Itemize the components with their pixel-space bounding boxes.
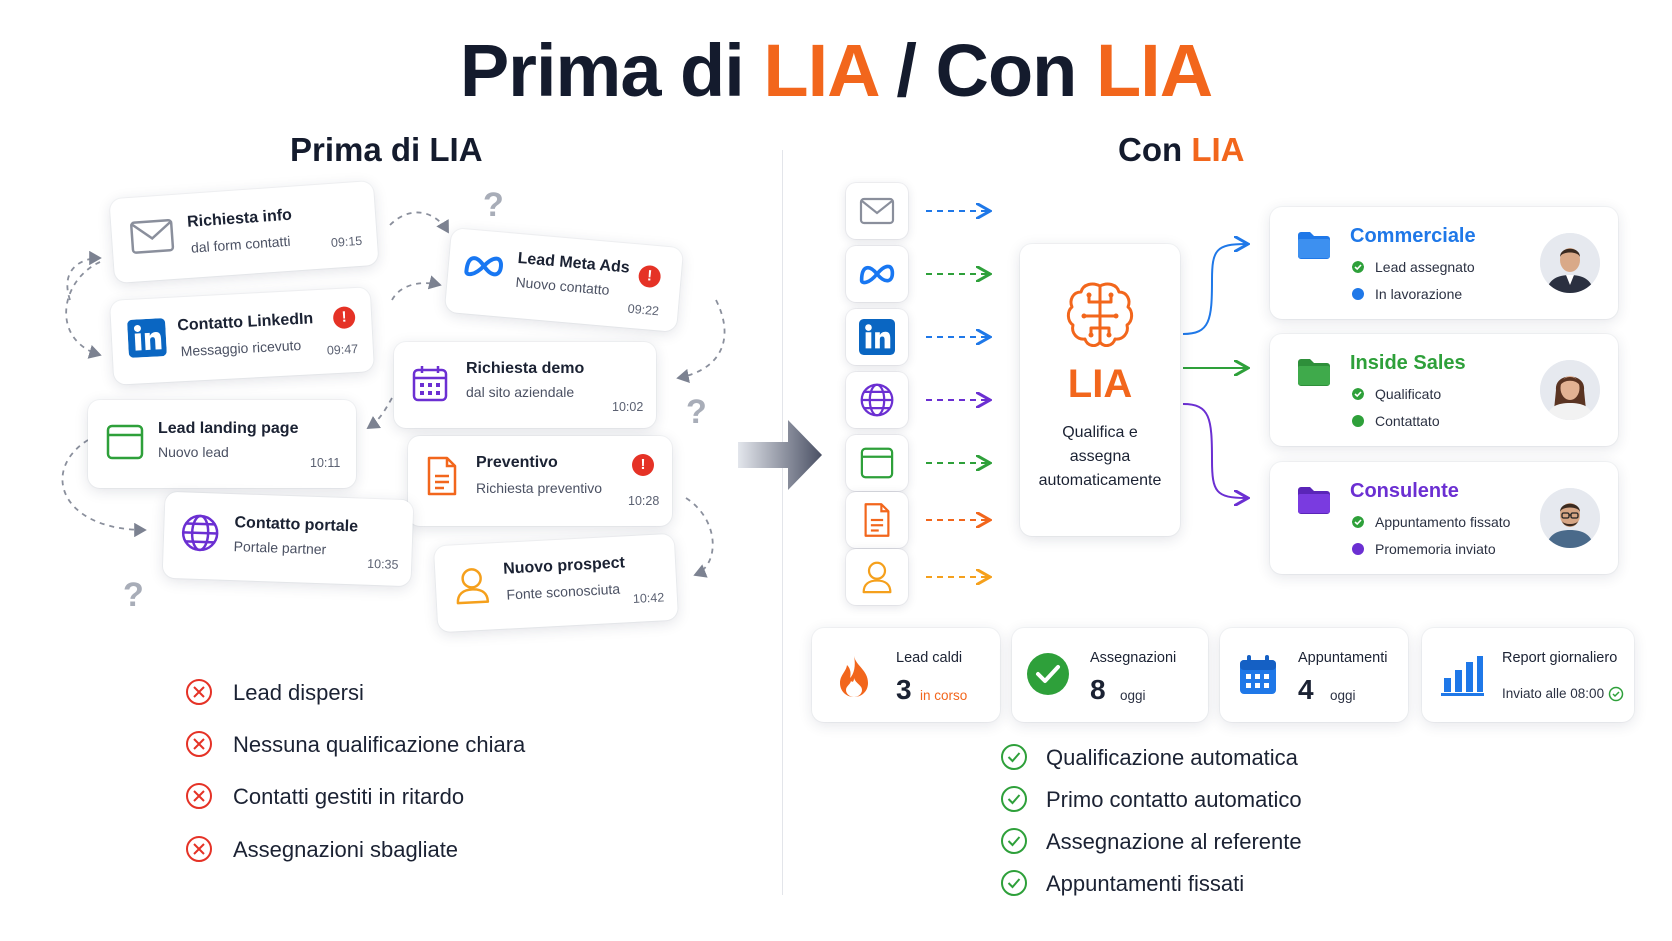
flame-icon	[840, 656, 868, 697]
status-dot	[1352, 543, 1364, 555]
x-circle-icon	[186, 731, 212, 757]
section-divider	[782, 150, 783, 895]
source-email	[846, 183, 908, 239]
problem-item: Contatti gestiti in ritardo	[233, 784, 465, 809]
meta-icon	[859, 264, 895, 285]
team-card-consulente[interactable]: Consulente Appuntamento fissato Promemor…	[1270, 462, 1618, 574]
lead-card[interactable]: Nuovo prospect Fonte sconosciuta 10:42	[433, 533, 679, 633]
flow-arrows	[926, 180, 1280, 600]
hub-desc: automaticamente	[1038, 472, 1162, 489]
avatar	[1540, 360, 1600, 420]
left-heading: Prima di LIA	[290, 131, 483, 168]
alert-icon: !	[637, 264, 662, 289]
check-icon	[1352, 261, 1364, 273]
benefit-item: Primo contatto automatico	[1046, 787, 1302, 812]
check-circle-icon	[1001, 870, 1027, 896]
browser-icon	[860, 447, 894, 479]
document-icon	[427, 456, 457, 496]
problem-item: Assegnazioni sbagliate	[233, 837, 459, 862]
stat-card-appuntamenti[interactable]: Appuntamenti 4 oggi	[1220, 628, 1408, 722]
chaos-arrows	[61, 211, 726, 578]
source-meta	[846, 246, 908, 302]
meta-icon	[464, 256, 503, 277]
right-heading: Con LIA	[1118, 131, 1245, 168]
problem-item: Nessuna qualificazione chiara	[233, 732, 526, 757]
check-badge-icon	[1027, 653, 1069, 695]
question-mark: ?	[123, 576, 144, 614]
lead-card[interactable]: Contatto portale Portale partner 10:35	[162, 491, 414, 587]
document-icon	[864, 503, 890, 537]
transition-arrow-icon	[738, 420, 822, 490]
hub-desc: assegna	[1069, 448, 1131, 465]
globe-icon	[860, 383, 894, 417]
team-card-inside-sales[interactable]: Inside Sales Qualificato Contattato	[1270, 334, 1618, 446]
brain-icon	[1066, 282, 1134, 348]
status-dot	[1352, 415, 1364, 427]
calendar-icon	[412, 366, 448, 402]
lead-card[interactable]: Lead landing page Nuovo lead 10:11	[88, 400, 356, 488]
source-linkedin	[846, 309, 908, 365]
alert-icon: !	[332, 306, 356, 330]
stat-card-assegnazioni[interactable]: Assegnazioni 8 oggi	[1012, 628, 1208, 722]
x-circle-icon	[186, 783, 212, 809]
mail-icon	[130, 219, 175, 254]
question-mark: ?	[686, 393, 707, 431]
lead-card[interactable]: Richiesta info dal form contatti 09:15	[109, 180, 379, 284]
avatar	[1540, 233, 1600, 293]
globe-icon	[181, 514, 219, 552]
avatar	[1540, 488, 1600, 548]
lead-card[interactable]: Preventivo Richiesta preventivo 10:28 !	[408, 436, 672, 526]
user-icon	[456, 568, 490, 605]
bar-chart-icon	[1441, 656, 1484, 696]
browser-icon	[106, 424, 144, 460]
x-circle-icon	[186, 679, 212, 705]
check-circle-icon	[1001, 828, 1027, 854]
benefit-item: Qualificazione automatica	[1046, 745, 1298, 770]
hub-desc: Qualifica e	[1062, 424, 1138, 441]
question-mark: ?	[483, 186, 504, 224]
folder-icon	[1298, 487, 1330, 514]
benefit-item: Appuntamenti fissati	[1046, 871, 1245, 896]
check-circle-icon	[1001, 786, 1027, 812]
check-icon	[1352, 388, 1364, 400]
problem-item: Lead dispersi	[233, 680, 364, 705]
lia-hub: LIA Qualifica e assegna automaticamente	[1020, 244, 1180, 536]
lead-card[interactable]: Richiesta demo dal sito aziendale 10:02	[394, 342, 656, 428]
hub-name: LIA	[1067, 362, 1133, 406]
folder-icon	[1298, 359, 1330, 386]
stat-card-report[interactable]: Report giornaliero Inviato alle 08:00	[1422, 628, 1634, 722]
lead-card[interactable]: Contatto LinkedIn Messaggio ricevuto 09:…	[109, 287, 375, 385]
source-user	[846, 549, 908, 605]
check-circle-icon	[1608, 686, 1624, 702]
source-document	[846, 492, 908, 548]
calendar-icon	[1240, 655, 1276, 694]
source-web	[846, 372, 908, 428]
x-circle-icon	[186, 836, 212, 862]
folder-icon	[1298, 232, 1330, 259]
alert-icon: !	[632, 454, 654, 476]
status-dot	[1352, 288, 1364, 300]
linkedin-icon	[127, 318, 167, 358]
team-card-commerciale[interactable]: Commerciale Lead assegnato In lavorazion…	[1270, 207, 1618, 319]
benefit-item: Assegnazione al referente	[1046, 829, 1302, 854]
mail-icon	[859, 197, 895, 225]
lead-card[interactable]: Lead Meta Ads Nuovo contatto 09:22 !	[444, 228, 684, 332]
main-title: Prima di LIA / Con LIA	[459, 29, 1213, 112]
check-circle-icon	[1001, 744, 1027, 770]
user-icon	[862, 561, 892, 594]
source-landing	[846, 435, 908, 491]
linkedin-icon	[859, 319, 895, 355]
check-icon	[1352, 516, 1364, 528]
stat-card-lead-caldi[interactable]: Lead caldi 3 in corso	[812, 628, 1000, 722]
